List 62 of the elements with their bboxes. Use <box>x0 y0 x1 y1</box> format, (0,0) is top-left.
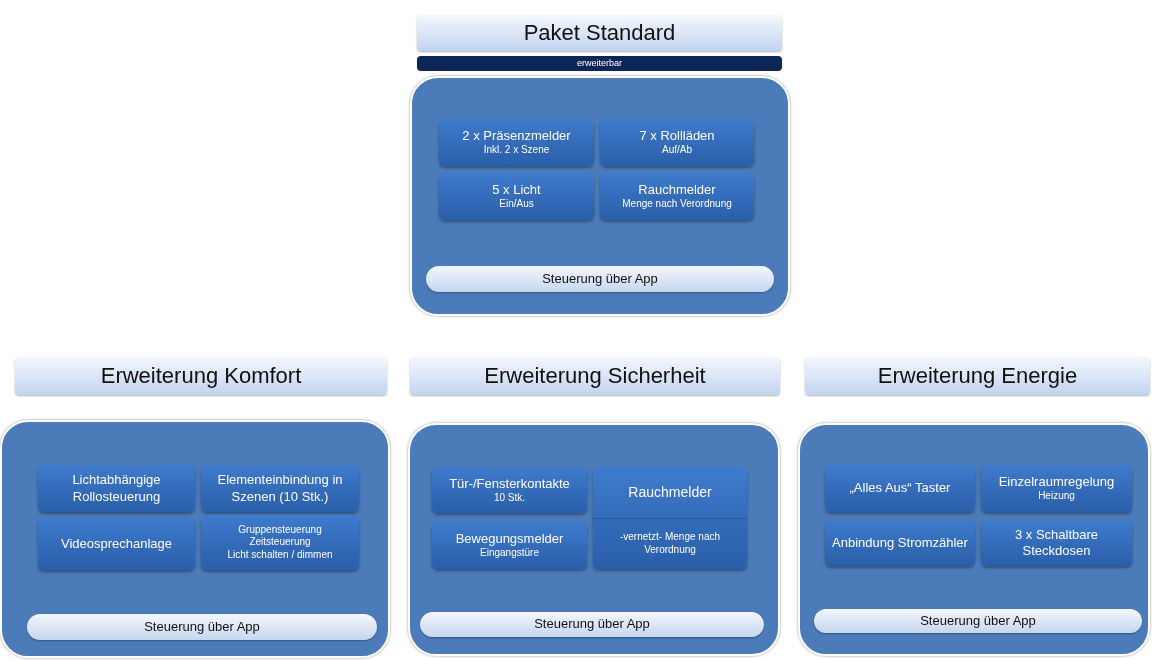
feature-note: Eingangstüre <box>480 547 539 560</box>
app-control-bar <box>27 614 377 640</box>
app-control-bar <box>426 266 774 292</box>
feature-title: 7 x Rollläden <box>639 128 715 145</box>
feature-note: Inkl. 2 x Szene <box>483 144 550 157</box>
feature-note: Menge nach Verordnung <box>622 198 732 211</box>
feature-note: Heizung <box>1038 490 1075 503</box>
band-label: erweiterbar <box>577 57 622 70</box>
feature-title: Videosprechanlage <box>60 535 173 553</box>
feature-box <box>439 173 594 220</box>
header-title: Erweiterung Sicherheit <box>484 362 706 390</box>
feature-box <box>981 465 1132 512</box>
feature-title: Rauchmelder <box>628 483 712 501</box>
feature-title: Elementeinbindung in Szenen (10 Stk.) <box>216 472 344 505</box>
feature-title: Bewegungsmelder <box>455 531 564 548</box>
feature-box <box>600 173 754 220</box>
feature-box <box>593 467 747 569</box>
feature-title: Tür-/Fensterkontakte <box>449 475 570 492</box>
feature-box <box>825 520 975 566</box>
feature-note: Licht schalten / dimmen <box>227 548 333 562</box>
feature-title: „Alles Aus“ Taster <box>849 480 951 497</box>
feature-title: Lichtabhängige Rollosteuerung <box>71 472 162 505</box>
label-band <box>417 56 782 71</box>
app-label: Steuerung über App <box>144 618 260 636</box>
package-panel <box>408 423 780 656</box>
header-bar <box>805 357 1150 395</box>
feature-box <box>600 119 754 166</box>
app-label: Steuerung über App <box>534 616 650 633</box>
feature-title: Einzelraumregelung <box>998 474 1115 491</box>
header-bar <box>410 357 780 395</box>
feature-note: Zeitsteuerung <box>249 536 311 549</box>
feature-note: -vernetzt- Menge nach Verordnung <box>618 531 722 557</box>
feature-note: Auf/Ab <box>662 144 692 157</box>
app-control-bar <box>420 612 764 637</box>
header-title: Erweiterung Komfort <box>100 362 302 390</box>
header-title: Erweiterung Energie <box>877 362 1078 390</box>
feature-title: 2 x Präsenzmelder <box>462 128 571 145</box>
header-title: Paket Standard <box>523 19 676 47</box>
app-label: Steuerung über App <box>542 270 658 288</box>
app-label: Steuerung über App <box>920 612 1036 630</box>
package-panel <box>798 423 1150 656</box>
header-bar <box>417 15 782 51</box>
feature-note: Gruppensteuerung <box>238 523 322 537</box>
feature-box <box>201 515 359 570</box>
feature-note: 10 Stk. <box>493 491 526 505</box>
feature-box <box>38 465 195 512</box>
package-panel <box>0 420 390 658</box>
feature-box <box>981 520 1132 566</box>
feature-box <box>439 119 594 166</box>
feature-box <box>201 465 359 512</box>
app-control-bar <box>814 609 1142 633</box>
feature-title: Rauchmelder <box>638 182 716 199</box>
feature-box <box>38 518 195 570</box>
feature-title: 3 x Schaltbare Steckdosen <box>1013 526 1100 560</box>
feature-box <box>432 467 587 513</box>
feature-title: 5 x Licht <box>492 182 541 199</box>
feature-box <box>825 465 975 512</box>
header-bar <box>15 357 387 395</box>
feature-note: Ein/Aus <box>499 198 534 211</box>
feature-box <box>432 522 587 569</box>
feature-title: Anbindung Stromzähler <box>832 534 968 552</box>
package-panel <box>410 76 790 316</box>
